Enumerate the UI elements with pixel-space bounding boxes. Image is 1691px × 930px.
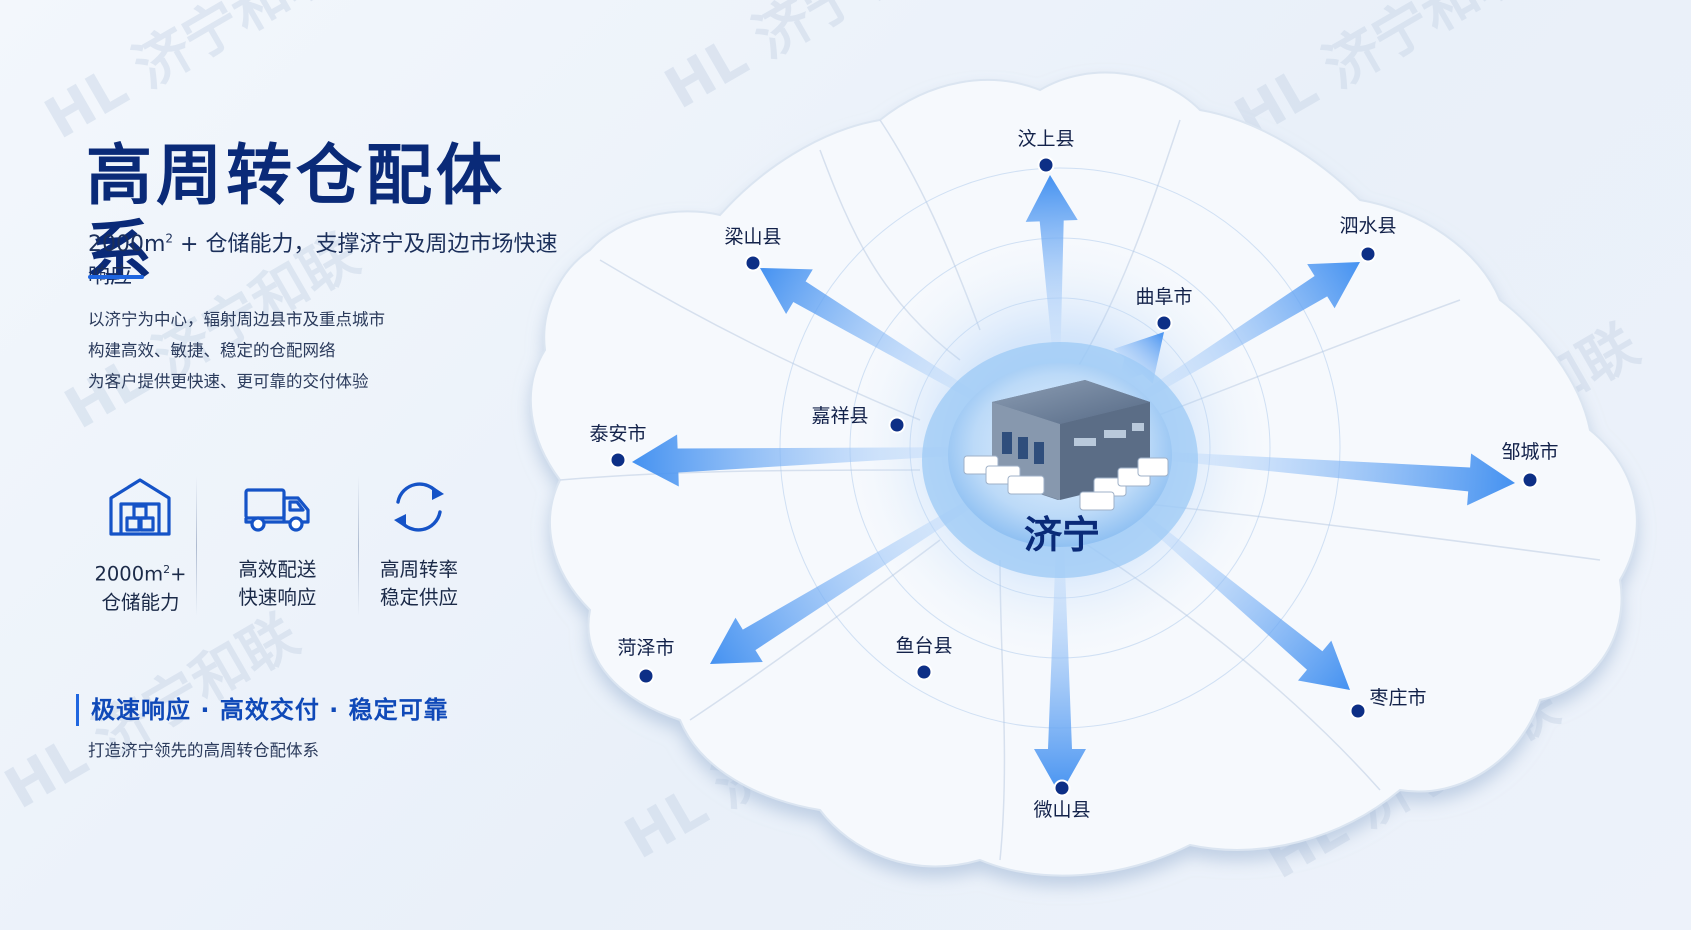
warehouse-building [963, 380, 1169, 511]
city-dot [1521, 471, 1539, 489]
slogan-subtitle: 打造济宁领先的高周转仓配体系 [88, 741, 319, 760]
city-dot [888, 416, 906, 434]
route-arrow [760, 268, 981, 403]
intro-line: 以济宁为中心，辐射周边县市及重点城市 [88, 310, 385, 329]
city-label: 嘉祥县 [811, 405, 868, 427]
accent-bar [88, 275, 144, 279]
city-dot [1053, 779, 1071, 797]
feature-divider [358, 476, 359, 616]
intro-line: 为客户提供更快速、更可靠的交付体验 [88, 372, 369, 391]
intro-line: 构建高效、敏捷、稳定的仓配网络 [88, 341, 336, 360]
city-dot [637, 667, 655, 685]
city-label: 泗水县 [1339, 215, 1396, 237]
city-label: 汶上县 [1017, 128, 1074, 150]
feature-divider [196, 476, 197, 616]
city-dot [1349, 702, 1367, 720]
route-arrows [632, 175, 1515, 795]
city-label: 梁山县 [724, 226, 781, 248]
delivery-truck-icon [244, 488, 311, 532]
city-dot [609, 451, 627, 469]
route-arrow [1034, 543, 1086, 795]
intro-text: 以济宁为中心，辐射周边县市及重点城市 构建高效、敏捷、稳定的仓配网络 为客户提供… [88, 304, 385, 397]
feature-label: 高周转率 稳定供应 [379, 558, 458, 609]
feature-warehouse: 2000m2+ 仓储能力 [72, 472, 209, 622]
info-panel: 高周转仓配体系 2000m2 + 仓储能力，支撑济宁及周边市场快速响应 以济宁为… [0, 0, 560, 930]
feature-delivery: 高效配送 快速响应 [209, 472, 346, 622]
route-arrow [1025, 175, 1078, 354]
city-dot [1037, 156, 1055, 174]
feature-list: 2000m2+ 仓储能力 高效配送 快速响应 [72, 472, 492, 622]
hub: 济宁 [922, 342, 1198, 578]
city-label: 邹城市 [1501, 441, 1558, 463]
slogan: 极速响应 · 高效交付 · 稳定可靠 [76, 694, 449, 726]
feature-label: 2000m2+ 仓储能力 [94, 562, 187, 614]
feature-label: 高效配送 快速响应 [238, 558, 317, 609]
route-arrow [632, 434, 966, 487]
watermark: HL 济宁和联 [1225, 0, 1540, 152]
city-dot [744, 254, 762, 272]
city-label: 枣庄市 [1369, 687, 1426, 709]
city-dot [915, 663, 933, 681]
city-label: 鱼台县 [895, 635, 952, 657]
city-dot [1155, 314, 1173, 332]
route-arrow [1154, 451, 1515, 506]
page-subtitle: 2000m2 + 仓储能力，支撑济宁及周边市场快速响应 [88, 231, 558, 289]
refresh-cycle-icon [393, 482, 444, 532]
city-dot [1359, 245, 1377, 263]
city-label: 泰安市 [589, 423, 646, 445]
route-arrow [1138, 262, 1360, 402]
warehouse-icon [109, 478, 172, 536]
route-arrow [1130, 505, 1350, 690]
city-label: 微山县 [1033, 799, 1090, 821]
city-label: 曲阜市 [1135, 286, 1192, 308]
feature-turnover: 高周转率 稳定供应 [346, 472, 492, 622]
route-arrow [710, 494, 982, 664]
hub-label: 济宁 [1024, 513, 1100, 557]
city-label: 菏泽市 [617, 637, 674, 659]
